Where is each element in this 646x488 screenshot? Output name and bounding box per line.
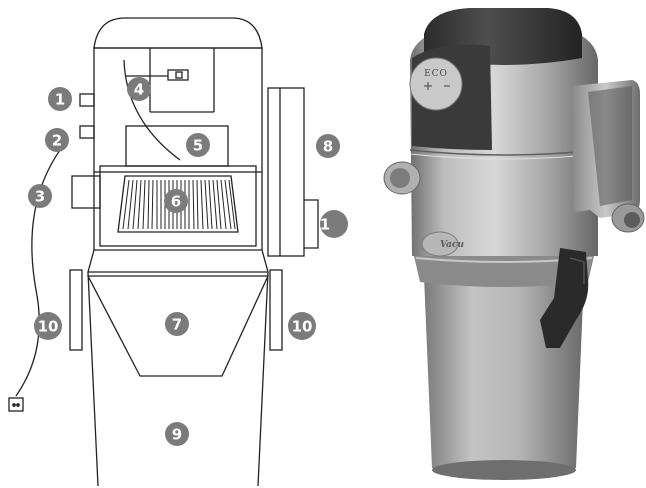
canister-bottom [432, 460, 576, 480]
callout-3: 3 [28, 184, 52, 208]
wall-bracket-outline [267, 87, 305, 257]
motor-cap-outline [93, 17, 263, 49]
callout-7: 7 [165, 312, 189, 336]
bin-right-wall [257, 271, 269, 487]
power-cord [15, 141, 67, 397]
brand-label: Vacu [440, 240, 464, 250]
callout-1: 1 [48, 87, 72, 111]
callout-10-left: 10 [34, 312, 62, 340]
side-inlet-outline [71, 175, 101, 209]
cyclone-chamber-outline [125, 125, 229, 167]
product-photo: ECO Vacu [383, 8, 645, 480]
callout-10-left-label: 10 [38, 318, 59, 336]
callout-11: 1 [320, 210, 348, 238]
latch-clip [540, 248, 589, 348]
motor-housing-outline [93, 47, 263, 173]
callout-9-label: 9 [172, 426, 182, 444]
inlet-bracket-outline [304, 199, 319, 249]
eco-control [409, 57, 463, 111]
callout-7-label: 7 [172, 316, 182, 334]
dirt-funnel-outline [86, 275, 270, 377]
left-latch-outline [69, 269, 83, 351]
callout-10-right-label: 10 [292, 318, 313, 336]
callout-3-label: 3 [35, 188, 45, 206]
callout-4-label: 4 [134, 81, 144, 99]
collar-band [414, 256, 594, 287]
callout-6: 6 [164, 189, 188, 213]
connector-2-outline [79, 125, 95, 139]
callout-8-label: 8 [323, 138, 333, 156]
callout-2: 2 [45, 128, 69, 152]
brand-badge [421, 231, 459, 257]
callout-8: 8 [316, 134, 340, 158]
callout-10-right: 10 [288, 312, 316, 340]
sensor-outline [167, 69, 189, 81]
sensor-inner [175, 71, 183, 79]
bin-left-wall [87, 271, 99, 487]
callout-11-label: 1 [320, 216, 330, 234]
sensor-wire [123, 59, 181, 161]
callout-1-label: 1 [55, 91, 65, 109]
collar-outline [87, 249, 269, 273]
callout-5-label: 5 [193, 137, 203, 155]
callout-5: 5 [186, 133, 210, 157]
callout-6-label: 6 [171, 193, 181, 211]
plug-outline [8, 397, 24, 412]
callout-9: 9 [165, 422, 189, 446]
cartridge-filter-outline [117, 175, 239, 233]
callout-4: 4 [127, 77, 151, 101]
eco-label: ECO [424, 69, 448, 79]
connector-1-outline [79, 93, 95, 107]
callout-markers: 1 2 3 4 5 6 7 8 [28, 77, 348, 446]
right-latch-outline [269, 269, 283, 351]
callout-2-label: 2 [52, 132, 62, 150]
